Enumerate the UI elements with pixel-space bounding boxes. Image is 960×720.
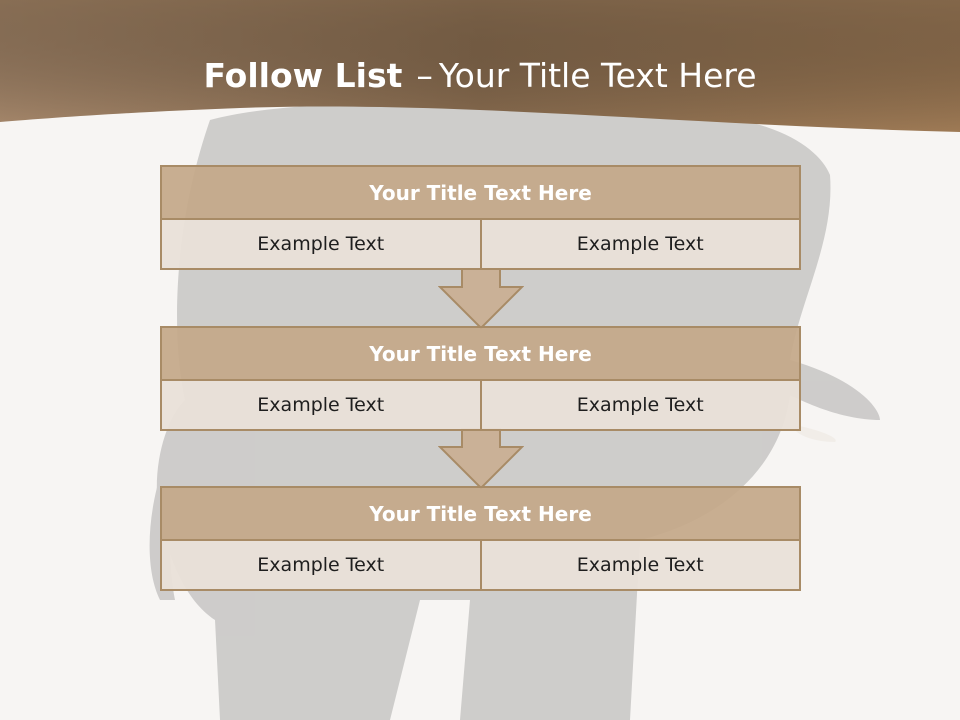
- block-cell-left: Example Text: [160, 381, 482, 431]
- slide-title: Follow List–Your Title Text Here: [0, 56, 960, 95]
- block-cell-right: Example Text: [481, 541, 801, 591]
- block-cell-left: Example Text: [160, 220, 482, 270]
- down-arrow-icon: [438, 268, 524, 330]
- block-row: Example Text Example Text: [160, 381, 801, 431]
- block-title: Your Title Text Here: [160, 165, 801, 220]
- flow-block-3: Your Title Text Here Example Text Exampl…: [160, 486, 801, 591]
- title-dash: –: [416, 56, 433, 95]
- block-cell-right: Example Text: [481, 381, 801, 431]
- title-bold: Follow List: [203, 56, 403, 95]
- block-title: Your Title Text Here: [160, 486, 801, 541]
- block-cell-left: Example Text: [160, 541, 482, 591]
- block-row: Example Text Example Text: [160, 541, 801, 591]
- title-rest: Your Title Text Here: [438, 56, 757, 95]
- flow-block-1: Your Title Text Here Example Text Exampl…: [160, 165, 801, 270]
- block-title: Your Title Text Here: [160, 326, 801, 381]
- block-row: Example Text Example Text: [160, 220, 801, 270]
- down-arrow-icon: [438, 428, 524, 490]
- block-cell-right: Example Text: [481, 220, 801, 270]
- flow-block-2: Your Title Text Here Example Text Exampl…: [160, 326, 801, 431]
